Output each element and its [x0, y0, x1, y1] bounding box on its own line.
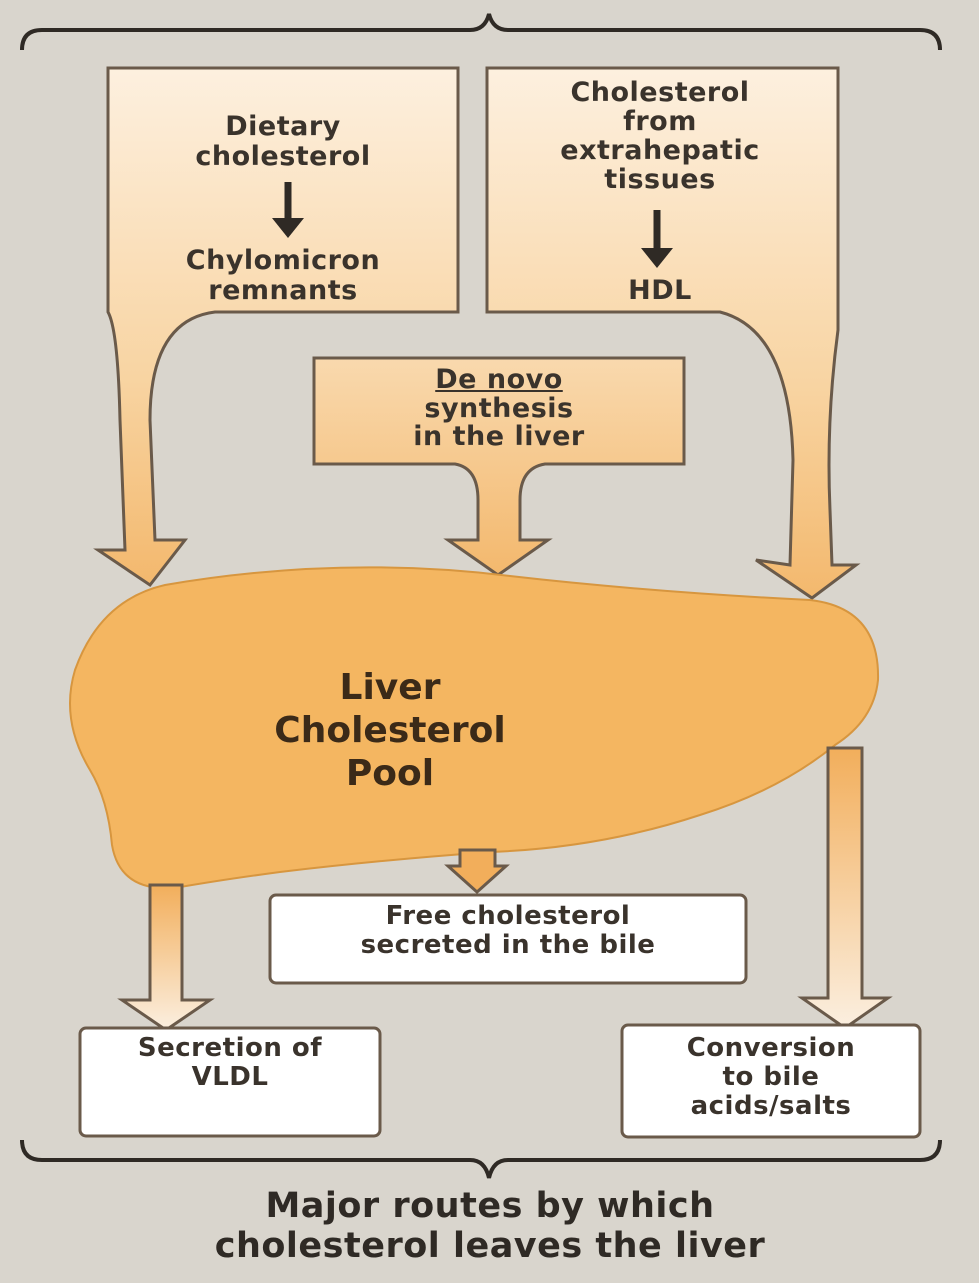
liver-line-1: Liver: [240, 666, 540, 709]
dietary-line-1: Dietary: [118, 112, 448, 142]
extrahepatic-line-1: Cholesterol: [492, 78, 828, 107]
bottom-bracket: [22, 1140, 940, 1178]
hdl-label: HDL: [492, 276, 828, 306]
denovo-line-2: synthesis: [320, 395, 678, 424]
bile-acids-line-3: acids/salts: [624, 1092, 918, 1121]
top-bracket: [22, 14, 940, 50]
vldl-label: Secretion of VLDL: [82, 1034, 378, 1092]
denovo-label: De novo synthesis in the liver: [320, 366, 678, 452]
bile-acids-arrow: [802, 748, 888, 1028]
extrahepatic-line-3: extrahepatic: [492, 136, 828, 165]
hdl-text: HDL: [492, 276, 828, 306]
vldl-line-2: VLDL: [82, 1063, 378, 1092]
diagram-caption: Major routes by which cholesterol leaves…: [40, 1186, 940, 1267]
liver-line-2: Cholesterol: [240, 709, 540, 752]
denovo-line-1: De novo: [320, 366, 678, 395]
liver-pool-label: Liver Cholesterol Pool: [240, 666, 540, 796]
chylomicron-label: Chylomicron remnants: [118, 246, 448, 306]
chylomicron-line-2: remnants: [118, 276, 448, 306]
vldl-line-1: Secretion of: [82, 1034, 378, 1063]
extrahepatic-label: Cholesterol from extrahepatic tissues: [492, 78, 828, 195]
free-bile-line-2: secreted in the bile: [272, 931, 744, 960]
free-bile-label: Free cholesterol secreted in the bile: [272, 902, 744, 960]
dietary-cholesterol-label: Dietary cholesterol: [118, 112, 448, 172]
denovo-line-3: in the liver: [320, 423, 678, 452]
caption-line-2: cholesterol leaves the liver: [40, 1226, 940, 1266]
bile-acids-line-2: to bile: [624, 1063, 918, 1092]
bile-acids-line-1: Conversion: [624, 1034, 918, 1063]
vldl-arrow: [122, 885, 210, 1030]
extrahepatic-line-4: tissues: [492, 165, 828, 194]
bile-acids-label: Conversion to bile acids/salts: [624, 1034, 918, 1121]
chylomicron-line-1: Chylomicron: [118, 246, 448, 276]
extrahepatic-line-2: from: [492, 107, 828, 136]
caption-line-1: Major routes by which: [40, 1186, 940, 1226]
dietary-line-2: cholesterol: [118, 142, 448, 172]
liver-line-3: Pool: [240, 752, 540, 795]
free-bile-arrow: [448, 850, 506, 892]
free-bile-line-1: Free cholesterol: [272, 902, 744, 931]
